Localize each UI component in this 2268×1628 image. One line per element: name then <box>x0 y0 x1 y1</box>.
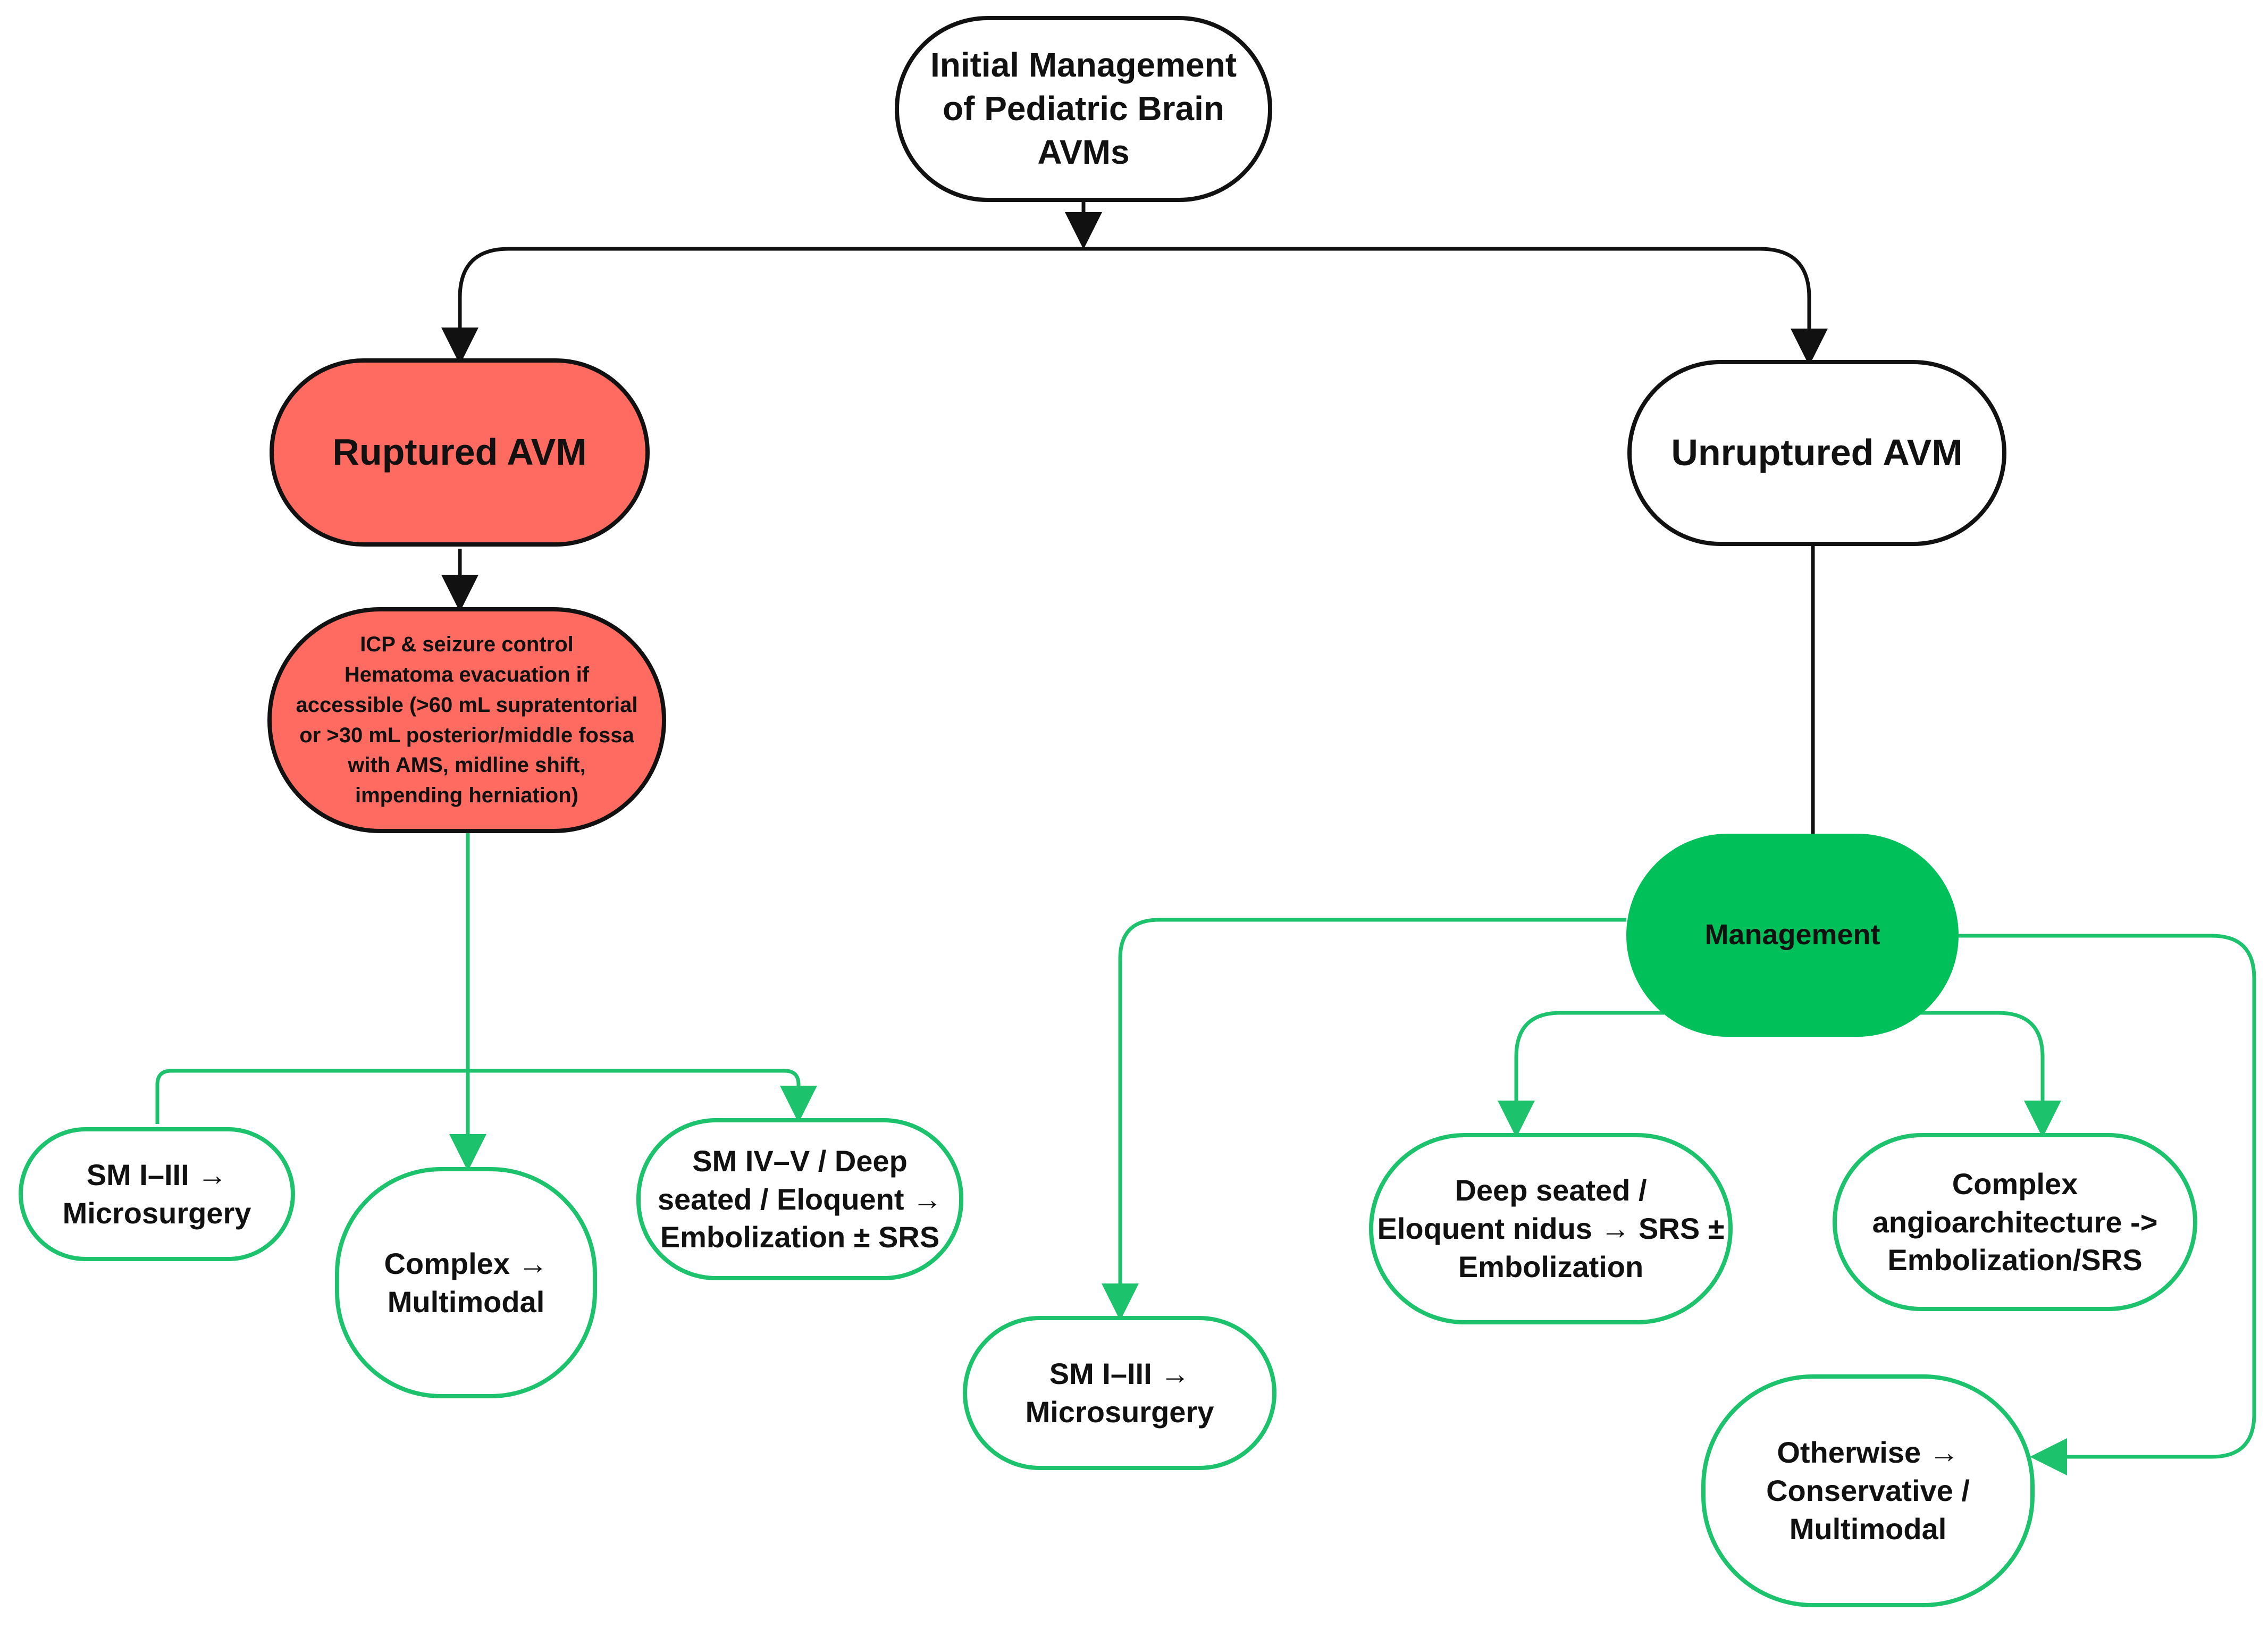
unruptured-option-conservative: Otherwise → Conservative / Multimodal <box>1701 1374 2035 1607</box>
line-left-branch <box>155 1069 817 1124</box>
line-mgmt-to-r1 <box>1102 918 1626 1321</box>
line-mgmt-to-r2 <box>1498 1011 1664 1138</box>
management-node: Management <box>1626 834 1959 1037</box>
ruptured-initial-care-node: ICP & seizure control Hematoma evacuatio… <box>267 607 666 833</box>
ruptured-option-embolization: SM IV–V / Deep seated / Eloquent → Embol… <box>636 1118 963 1280</box>
ruptured-option-multimodal: Complex → Multimodal <box>335 1167 597 1398</box>
ruptured-option-microsurgery: SM I–III → Microsurgery <box>19 1127 295 1261</box>
line-mgmt-to-r4 <box>1959 934 2256 1475</box>
unruptured-avm-node: Unruptured AVM <box>1627 360 2006 546</box>
unruptured-option-microsurgery: SM I–III → Microsurgery <box>963 1316 1276 1470</box>
title-node: Initial Management of Pediatric Brain AV… <box>895 16 1272 202</box>
line-mgmt-to-r3 <box>1920 1011 2061 1138</box>
unruptured-option-complex: Complex angioarchitecture -> Embolizatio… <box>1833 1133 2197 1311</box>
unruptured-option-srs: Deep seated / Eloquent nidus → SRS ± Emb… <box>1369 1133 1733 1324</box>
ruptured-avm-node: Ruptured AVM <box>270 358 650 547</box>
split-line <box>458 247 1828 366</box>
